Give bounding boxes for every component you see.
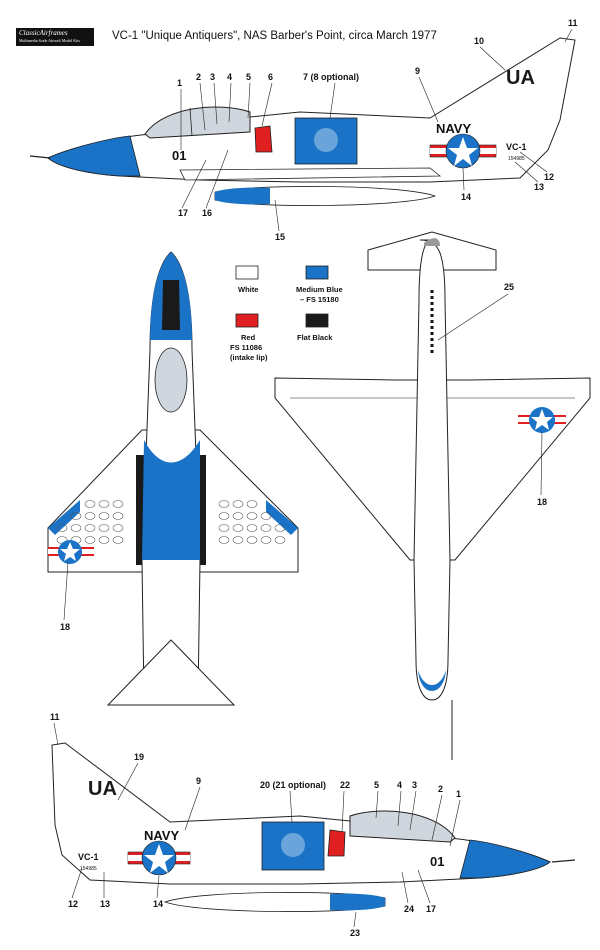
callout-bot-24: 24 — [404, 904, 414, 914]
star-insignia-upper-wing — [48, 540, 94, 564]
callout-top-13: 13 — [534, 182, 544, 192]
callout-top-12: 12 — [544, 172, 554, 182]
buno-label: 154985 — [508, 156, 525, 162]
color-legend: White Medium Blue – FS 15180 Red FS 1108… — [230, 265, 343, 362]
callout-top-9: 9 — [415, 66, 420, 76]
slat-holes — [56, 500, 286, 544]
callout-under-18: 18 — [537, 497, 547, 507]
callout-bot-20: 20 (21 optional) — [260, 780, 326, 790]
callout-bot-14: 14 — [153, 899, 163, 909]
callout-bot-19: 19 — [134, 752, 144, 762]
squadron-label: VC-1 — [506, 142, 527, 152]
callout-top-3: 3 — [210, 72, 215, 82]
tail-code: UA — [506, 67, 535, 89]
callout-top-11: 11 — [568, 18, 578, 28]
callout-bot-9: 9 — [196, 776, 201, 786]
intake-red-lip-right — [327, 829, 346, 857]
callout-top-1: 1 — [177, 78, 182, 88]
legend-white-label: White — [238, 285, 258, 294]
wing-underside — [179, 167, 442, 181]
callout-bot-11: 11 — [50, 712, 60, 722]
callout-top-7: 7 (8 optional) — [303, 72, 359, 82]
callout-under-25: 25 — [504, 282, 514, 292]
swatch-red — [235, 313, 259, 328]
upper-plan-view: 18 — [47, 251, 299, 706]
legend-blue-label-2: – FS 15180 — [300, 295, 339, 304]
modex-nose-right: 01 — [430, 854, 444, 869]
callout-top-5: 5 — [246, 72, 251, 82]
star-insignia-side-right — [127, 840, 191, 876]
callout-top-16: 16 — [202, 208, 212, 218]
callout-top-2: 2 — [196, 72, 201, 82]
callout-bot-13: 13 — [100, 899, 110, 909]
legend-red-label-1: Red — [241, 333, 256, 342]
legend-red-label-2: FS 11086 — [230, 343, 262, 352]
buno-label-right: 154985 — [80, 866, 97, 872]
callout-top-6: 6 — [268, 72, 273, 82]
canopy — [144, 106, 251, 139]
callout-bot-1: 1 — [456, 789, 461, 799]
squadron-label-right: VC-1 — [78, 852, 99, 862]
callout-bot-3: 3 — [412, 780, 417, 790]
legend-red-label-3: (intake lip) — [230, 353, 268, 362]
star-insignia-under-wing — [518, 407, 566, 433]
underside-plan-view: 25 18 — [274, 231, 591, 760]
callout-bot-22: 22 — [340, 780, 350, 790]
callout-top-14: 14 — [461, 192, 471, 202]
callout-bot-17: 17 — [426, 904, 436, 914]
upper-tailplane — [106, 639, 236, 706]
swatch-medium-blue — [305, 265, 329, 280]
callouts-bottom: 11 19 9 20 (21 optional) 22 5 4 3 2 1 12… — [50, 712, 461, 938]
squadron-emblem-panel — [294, 117, 358, 165]
brand-logo: ClassicAirframes Multimedia Scale Aircra… — [16, 28, 94, 46]
callout-bot-4: 4 — [397, 780, 402, 790]
swatch-flat-black — [305, 313, 329, 328]
callout-top-17: 17 — [178, 208, 188, 218]
squadron-emblem-panel-right — [261, 821, 325, 871]
swatch-white — [235, 265, 259, 280]
legend-blue-label-1: Medium Blue — [296, 285, 343, 294]
intake-red-lip — [254, 125, 273, 153]
callouts-top: 1 2 3 4 5 6 7 (8 optional) 9 10 11 12 13… — [177, 18, 578, 242]
brand-name: ClassicAirframes — [19, 29, 68, 37]
tail-code-right: UA — [88, 778, 117, 800]
nose-blue-band — [47, 135, 141, 177]
left-side-profile: 01 NAVY UA VC-1 154985 — [29, 37, 576, 206]
callout-bot-5: 5 — [374, 780, 379, 790]
brand-tagline: Multimedia Scale Aircraft Model Kits — [19, 38, 80, 43]
upper-canopy — [154, 347, 188, 413]
page-title: VC-1 "Unique Antiquers", NAS Barber's Po… — [112, 30, 437, 42]
callout-bot-23: 23 — [350, 928, 360, 938]
legend-black-label: Flat Black — [297, 333, 333, 342]
callout-top-15: 15 — [275, 232, 285, 242]
callout-top-10: 10 — [474, 36, 484, 46]
under-fuselage — [413, 239, 451, 701]
callout-bot-2: 2 — [438, 784, 443, 794]
callout-top-4: 4 — [227, 72, 232, 82]
callout-upper-18: 18 — [60, 622, 70, 632]
right-side-profile: NAVY UA VC-1 154985 01 — [51, 742, 576, 912]
navy-lettering: NAVY — [436, 121, 471, 136]
modex-nose: 01 — [172, 148, 186, 163]
callout-bot-12: 12 — [68, 899, 78, 909]
canopy-right — [349, 810, 456, 843]
navy-lettering-right: NAVY — [144, 828, 179, 843]
